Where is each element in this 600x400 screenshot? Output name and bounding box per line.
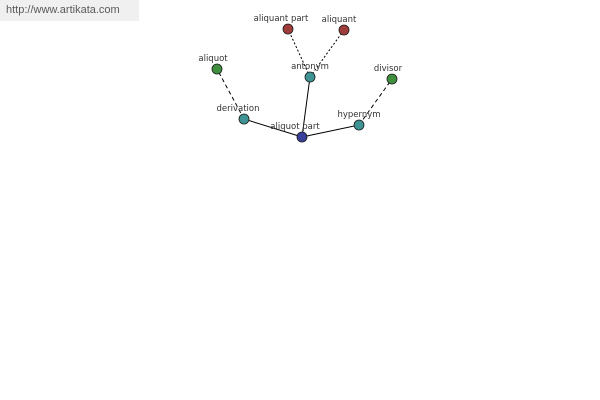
node-aliquant[interactable]: aliquant xyxy=(322,15,357,36)
node-marker-antonym[interactable] xyxy=(304,71,316,83)
node-marker-divisor[interactable] xyxy=(386,73,398,85)
node-marker-hypernym[interactable] xyxy=(353,119,365,131)
node-antonym[interactable]: antonym xyxy=(291,62,329,83)
watermark-link[interactable]: http://www.artikata.com xyxy=(0,0,139,21)
node-derivation[interactable]: derivation xyxy=(216,104,260,125)
edges-layer xyxy=(216,28,393,138)
edge-aliquot-part-antonym xyxy=(301,76,311,138)
node-divisor[interactable]: divisor xyxy=(374,64,403,85)
edge-aliquot-part-derivation xyxy=(243,118,303,138)
edge-aliquot-part-hypernym xyxy=(301,124,360,138)
node-aliquot[interactable]: aliquot xyxy=(198,54,228,75)
node-label-aliquant-part: aliquant part xyxy=(254,14,309,24)
node-label-antonym: antonym xyxy=(291,62,329,72)
node-hypernym[interactable]: hypernym xyxy=(337,110,381,131)
edge-antonym-aliquant xyxy=(309,29,345,78)
node-label-derivation: derivation xyxy=(216,104,259,114)
node-label-divisor: divisor xyxy=(374,64,403,74)
node-aliquant-part[interactable]: aliquant part xyxy=(254,14,309,35)
node-label-aliquot: aliquot xyxy=(198,54,228,64)
node-label-hypernym: hypernym xyxy=(337,110,380,120)
edge-antonym-aliquant-part xyxy=(287,28,311,78)
node-marker-aliquant-part[interactable] xyxy=(282,23,294,35)
nodes-layer: aliquot part derivation antonym hypernym ali… xyxy=(198,14,403,143)
node-aliquot-part[interactable]: aliquot part xyxy=(270,122,320,143)
node-marker-aliquot-part[interactable] xyxy=(296,131,308,143)
node-label-aliquot-part: aliquot part xyxy=(270,122,320,132)
node-marker-aliquot[interactable] xyxy=(211,63,223,75)
node-label-aliquant: aliquant xyxy=(322,15,357,25)
node-marker-derivation[interactable] xyxy=(238,113,250,125)
node-marker-aliquant[interactable] xyxy=(338,24,350,36)
edge-derivation-aliquot xyxy=(216,68,245,120)
edge-hypernym-divisor xyxy=(358,78,393,126)
